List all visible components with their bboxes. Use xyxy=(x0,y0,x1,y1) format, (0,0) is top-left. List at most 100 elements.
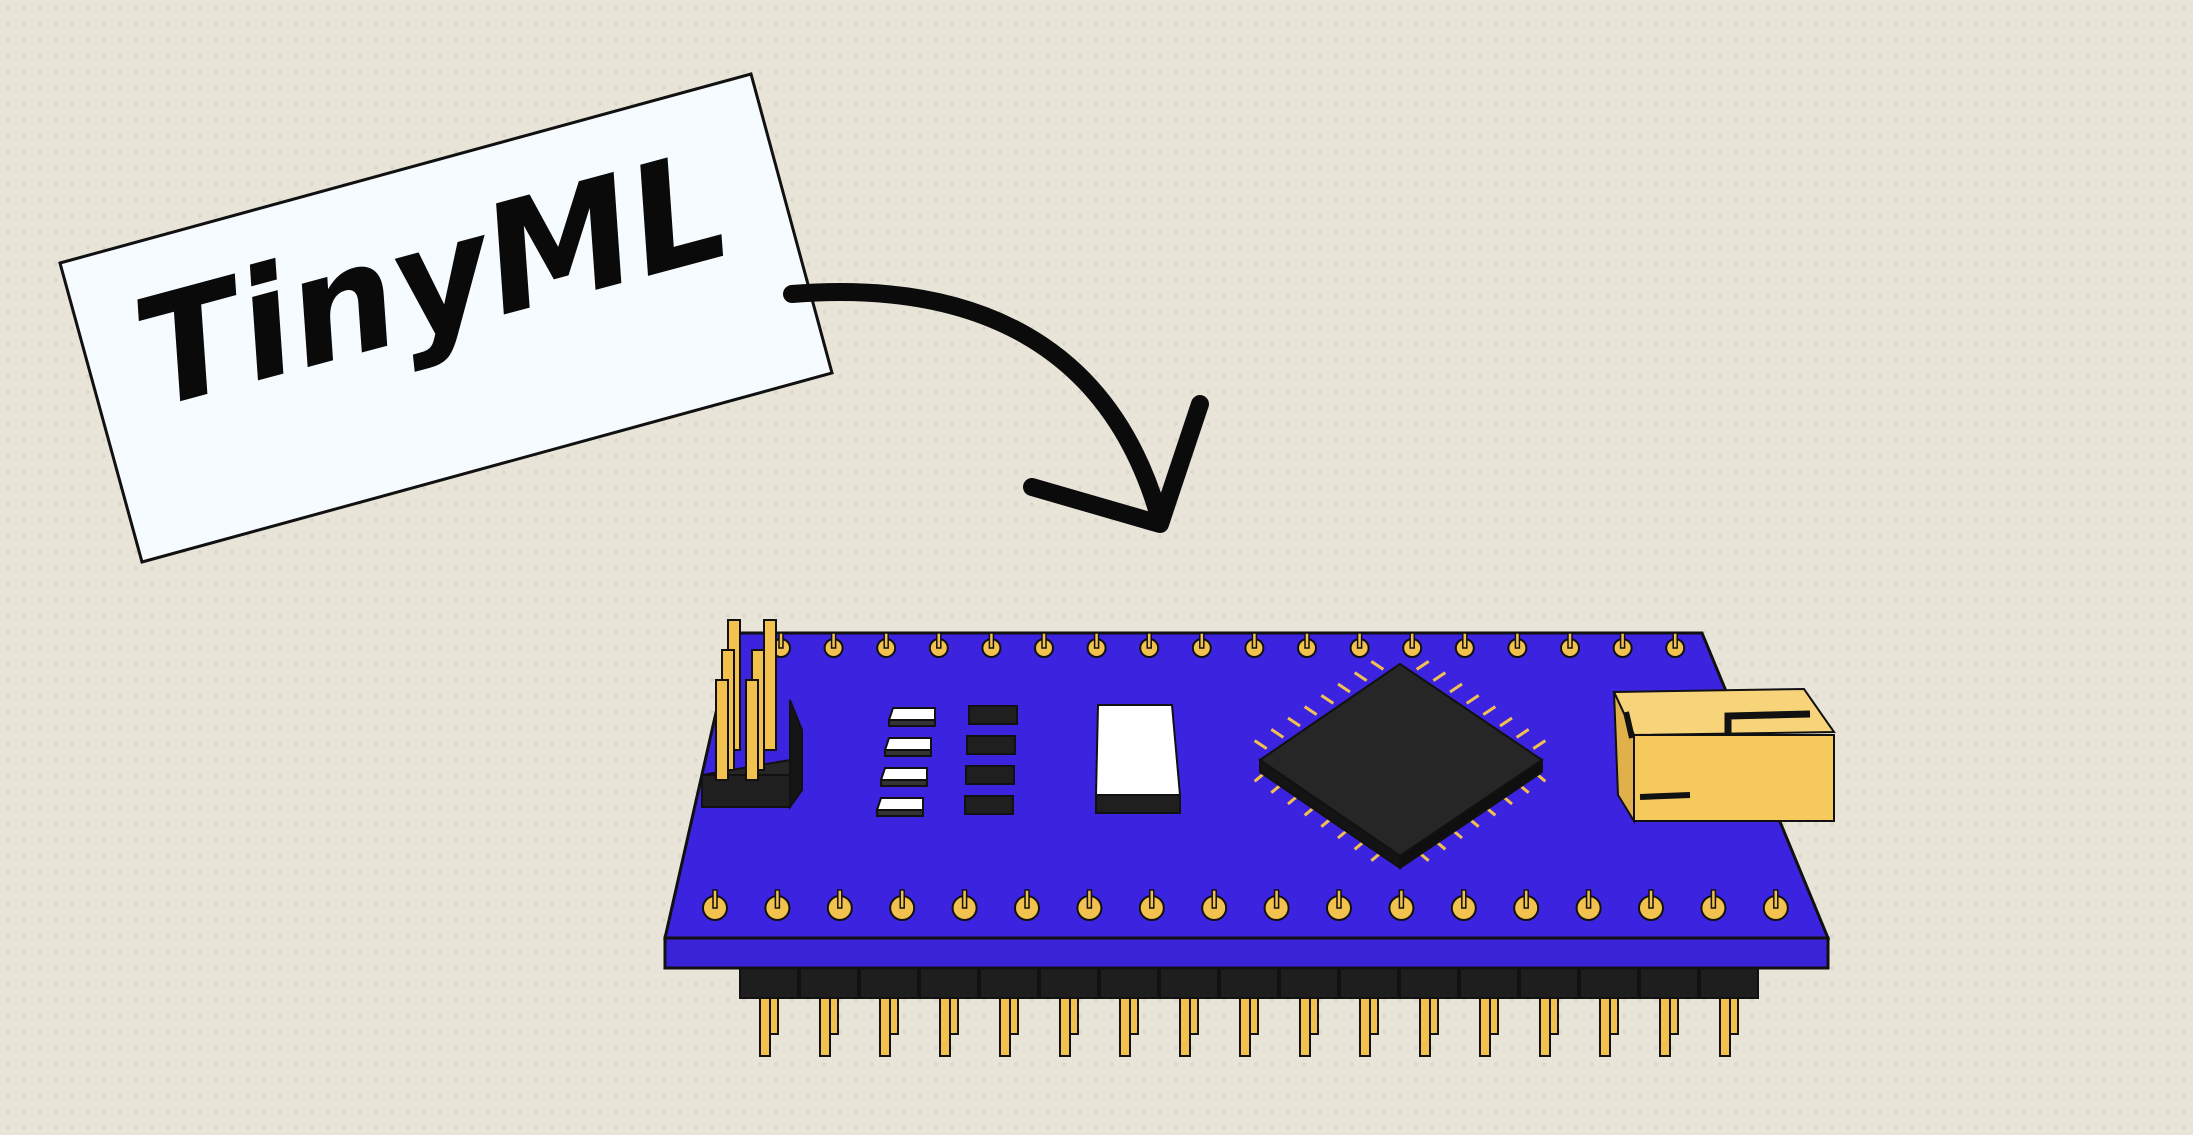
solder-pad xyxy=(1612,632,1633,658)
solder-pad xyxy=(702,889,728,921)
solder-pad xyxy=(1454,632,1475,658)
icsp-header xyxy=(700,619,804,811)
mcu-chip-icon xyxy=(1253,660,1547,870)
header-block xyxy=(1219,967,1279,999)
solder-pad xyxy=(1326,889,1352,921)
solder-pad xyxy=(1263,889,1290,921)
header-block xyxy=(919,967,979,999)
solder-pad xyxy=(1762,889,1789,921)
header-pin xyxy=(999,997,1019,1057)
header-block xyxy=(1339,967,1399,999)
crystal-component xyxy=(1094,704,1182,814)
chip-leg xyxy=(1482,705,1497,716)
header-block xyxy=(799,967,859,999)
header-pin xyxy=(1299,997,1319,1057)
solder-pad xyxy=(876,632,897,658)
chip-leg xyxy=(1270,728,1285,739)
header-block xyxy=(739,967,799,999)
solder-pad xyxy=(1244,632,1265,658)
solder-pad xyxy=(928,632,949,658)
solder-pad xyxy=(823,632,844,658)
solder-pad xyxy=(1560,632,1580,658)
usb-port-icon xyxy=(1612,687,1836,825)
solder-pad xyxy=(1297,632,1317,658)
header-block xyxy=(1699,967,1759,999)
chip-leg xyxy=(1532,739,1547,750)
header-block xyxy=(859,967,919,999)
curved-arrow-icon xyxy=(783,283,1209,533)
solder-pad xyxy=(1665,632,1686,658)
header-block xyxy=(1099,967,1159,999)
solder-pad xyxy=(1700,889,1727,921)
header-pin xyxy=(759,997,779,1057)
solder-pad xyxy=(981,632,1002,658)
chip-leg xyxy=(1370,660,1385,671)
header-pin xyxy=(1359,997,1379,1057)
chip-leg xyxy=(1499,716,1513,728)
header-block xyxy=(1279,967,1339,999)
solder-pad xyxy=(1076,889,1103,921)
solder-pad xyxy=(1513,889,1540,921)
smd-resistors xyxy=(875,707,936,817)
solder-pad xyxy=(1014,889,1040,921)
solder-pad xyxy=(1402,632,1423,658)
chip-leg xyxy=(1515,728,1530,739)
solder-pad xyxy=(1086,632,1107,658)
header-pin xyxy=(1179,997,1199,1057)
solder-pad xyxy=(1388,889,1415,921)
header-pin xyxy=(1719,997,1739,1057)
bottom-pin-header xyxy=(739,967,1759,1057)
solder-pad xyxy=(951,889,978,921)
chip-leg xyxy=(1253,739,1268,750)
chip-leg xyxy=(1303,705,1318,716)
header-pin xyxy=(1479,997,1499,1057)
chip-leg xyxy=(1465,694,1480,705)
solder-pad xyxy=(1450,889,1477,921)
header-pin xyxy=(1599,997,1619,1057)
solder-pad xyxy=(1191,632,1212,658)
microcontroller-board-icon xyxy=(663,619,1836,1057)
solder-pad xyxy=(889,889,916,921)
chip-leg xyxy=(1287,716,1301,728)
chip-leg xyxy=(1415,660,1430,671)
bottom-pad-row xyxy=(702,889,1789,921)
header-block xyxy=(1039,967,1099,999)
solder-pad xyxy=(1138,889,1165,921)
solder-pad xyxy=(1575,889,1602,921)
header-block xyxy=(1519,967,1579,999)
header-pin xyxy=(1539,997,1559,1057)
top-pad-row xyxy=(771,632,1686,658)
header-block xyxy=(1639,967,1699,999)
header-block xyxy=(1159,967,1219,999)
solder-pad xyxy=(1638,889,1664,921)
smd-capacitors xyxy=(964,705,1018,815)
header-pin xyxy=(1659,997,1679,1057)
label-card-background xyxy=(58,72,834,564)
header-pin xyxy=(1059,997,1079,1057)
solder-pad xyxy=(1034,632,1054,658)
solder-pad xyxy=(1349,632,1370,658)
header-pin xyxy=(1119,997,1139,1057)
chip-leg xyxy=(1353,671,1368,682)
chip-leg xyxy=(1432,671,1447,682)
header-pin xyxy=(1239,997,1259,1057)
header-block xyxy=(1459,967,1519,999)
tinyml-label-card: TinyML xyxy=(58,72,834,564)
header-pin xyxy=(819,997,839,1057)
board-top xyxy=(663,631,1831,940)
board-edge xyxy=(663,936,1830,970)
solder-pad xyxy=(1507,632,1528,658)
solder-pad xyxy=(1201,889,1228,921)
chip-leg xyxy=(1337,682,1351,694)
header-pin xyxy=(939,997,959,1057)
header-block xyxy=(979,967,1039,999)
solder-pad xyxy=(764,889,791,921)
solder-pad xyxy=(1139,632,1160,658)
header-pin xyxy=(1419,997,1439,1057)
header-block xyxy=(1579,967,1639,999)
header-block xyxy=(1399,967,1459,999)
solder-pad xyxy=(826,889,853,921)
header-pin xyxy=(879,997,899,1057)
chip-leg xyxy=(1320,694,1335,705)
